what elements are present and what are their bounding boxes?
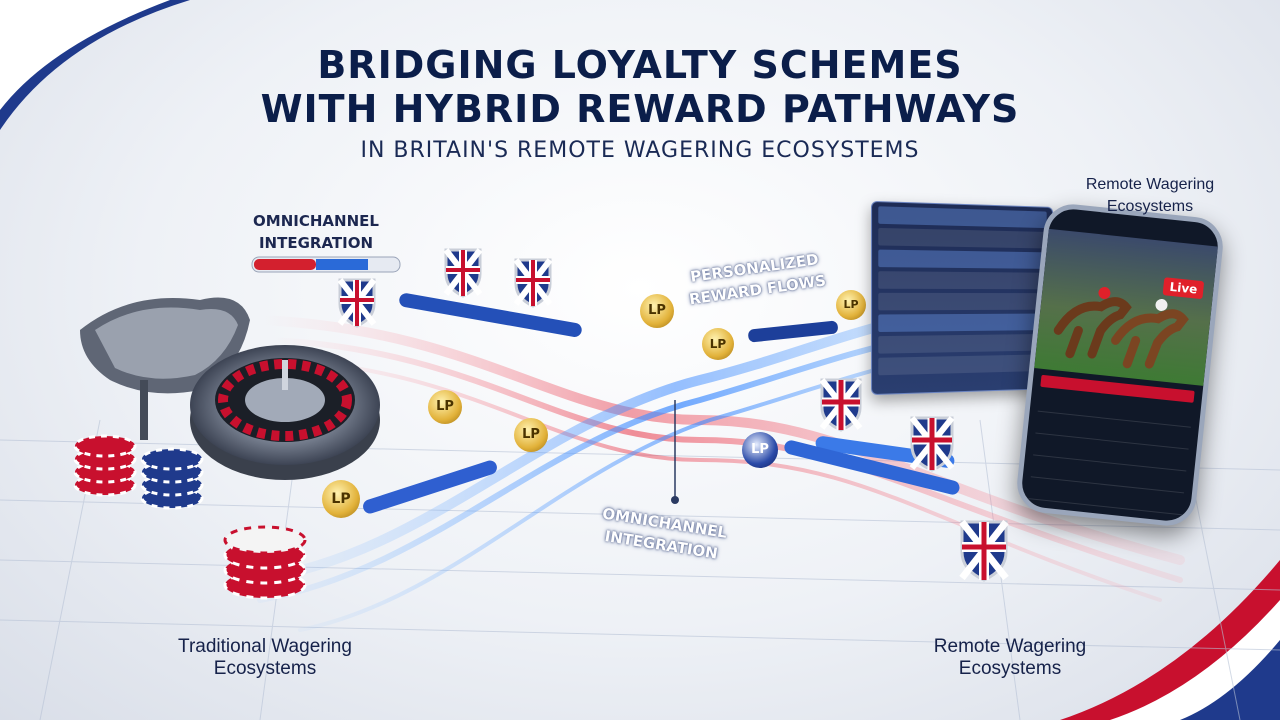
page-subtitle: IN BRITAIN'S REMOTE WAGERING ECOSYSTEMS xyxy=(0,138,1280,163)
page-title-line-2: WITH HYBRID REWARD PATHWAYS xyxy=(0,86,1280,132)
lp-coin-icon: LP xyxy=(514,418,548,452)
panel-row xyxy=(878,314,1046,332)
panel-row xyxy=(878,206,1046,228)
panel-row xyxy=(878,271,1046,289)
lp-coin-icon: LP xyxy=(742,432,778,468)
smartphone-icon: Live xyxy=(1014,201,1225,528)
phone-video: Live xyxy=(1034,229,1218,386)
panel-row xyxy=(878,354,1046,375)
label-remote-wagering-bottom: Remote Wagering Ecosystems xyxy=(900,636,1120,680)
panel-row xyxy=(878,293,1046,311)
label-remote-wagering-top: Remote Wagering Ecosystems xyxy=(1060,174,1240,218)
label-traditional-wagering: Traditional Wagering Ecosystems xyxy=(150,636,380,680)
roulette-wheel-icon xyxy=(190,345,380,480)
page-title-line-1: BRIDGING LOYALTY SCHEMES xyxy=(0,42,1280,88)
label-omnichannel-top: OMNICHANNEL INTEGRATION xyxy=(246,210,386,254)
lp-coin-icon: LP xyxy=(836,290,866,320)
panel-row xyxy=(878,250,1046,269)
lp-coin-icon: LP xyxy=(702,328,734,360)
lp-coin-icon: LP xyxy=(322,480,360,518)
horse-race-icon xyxy=(1034,229,1208,385)
lp-coin-icon: LP xyxy=(640,294,674,328)
betting-panel-icon xyxy=(871,201,1053,395)
panel-row xyxy=(878,334,1046,354)
lp-coin-icon: LP xyxy=(428,390,462,424)
panel-row xyxy=(878,228,1046,249)
